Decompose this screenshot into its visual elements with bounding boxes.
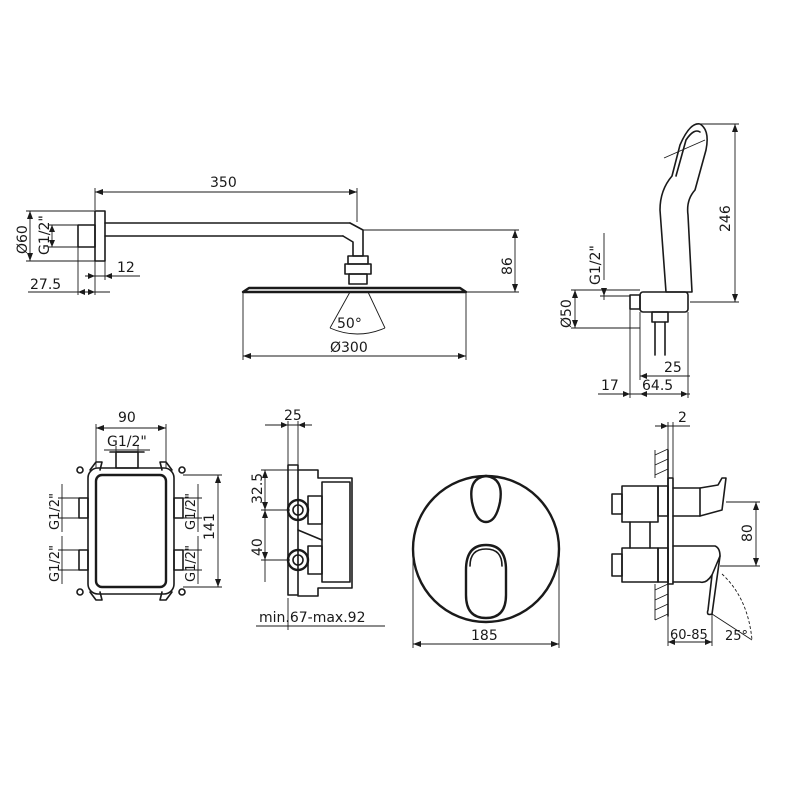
- hand-length-label: 246: [718, 205, 734, 232]
- cover-diameter-label: 185: [471, 628, 498, 644]
- mixer-projection-label: 60-85: [670, 628, 708, 643]
- side-spacing-a-label: 32.5: [250, 473, 266, 504]
- side-top-depth-label: 25: [284, 408, 302, 424]
- box-left-thread-upper: G1/2": [48, 493, 63, 530]
- lever-angle-label: 25°: [725, 629, 748, 644]
- plate-thickness-label: 2: [678, 410, 687, 426]
- mixer-side: [611, 448, 727, 621]
- rose-depth-label: 12: [117, 260, 135, 276]
- concealed-box-side: [286, 464, 353, 597]
- side-spacing-b-label: 40: [250, 538, 266, 556]
- shower-arm-assembly: [77, 210, 468, 335]
- mixer-side-dimensions: 2 80 60-85 25°: [655, 410, 760, 646]
- box-width-label: 90: [118, 410, 136, 426]
- concealed-box-side-dimensions: 25 32.5 40 min.67-max.92: [250, 408, 385, 630]
- cover-plate-dimensions: 185: [412, 549, 560, 648]
- hand-shower-dimensions: G1/2" Ø50 246 25 17 64.5: [559, 123, 739, 398]
- install-depth-label: min.67-max.92: [259, 610, 365, 626]
- arm-offset-label: 27.5: [30, 277, 61, 293]
- box-right-thread-lower: G1/2": [184, 545, 199, 582]
- hand-depth-a-label: 25: [664, 360, 682, 376]
- hand-shower: [629, 123, 708, 356]
- box-height-label: 141: [202, 513, 218, 540]
- box-top-thread-label: G1/2": [107, 434, 147, 450]
- box-left-thread-lower: G1/2": [48, 545, 63, 582]
- hand-depth-b-label: 17: [601, 378, 619, 394]
- concealed-box-front: [76, 451, 186, 601]
- shower-arm-dimensions: 350 Ø60 G1/2" 12 27.5 86: [15, 175, 519, 360]
- outlet-diameter-label: Ø50: [559, 299, 575, 328]
- mixer-height-label: 80: [740, 524, 756, 542]
- spray-angle-label: 50°: [337, 316, 362, 332]
- hand-thread-label: G1/2": [588, 245, 604, 285]
- head-diameter-label: Ø300: [330, 340, 368, 356]
- cover-plate: [411, 474, 561, 624]
- arm-length-label: 350: [210, 175, 237, 191]
- arm-thread-label: G1/2": [37, 215, 53, 255]
- head-height-label: 86: [500, 257, 516, 275]
- concealed-box-front-dimensions: 90 G1/2" 141 G1/2" G1/2" G1/2" G1/2": [48, 410, 222, 588]
- box-right-thread-upper: G1/2": [184, 493, 199, 530]
- rose-diameter-label: Ø60: [15, 225, 31, 254]
- hand-depth-c-label: 64.5: [642, 378, 673, 394]
